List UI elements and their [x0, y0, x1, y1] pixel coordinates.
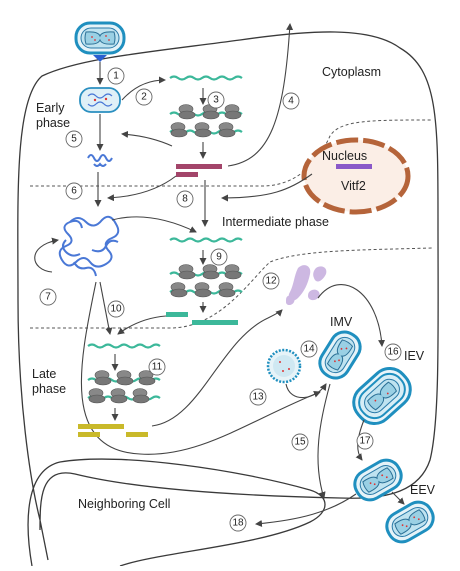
- late-phase-label-2: phase: [32, 382, 66, 396]
- svg-text:14: 14: [303, 344, 315, 355]
- dna-packaging-arrow: [80, 281, 321, 455]
- svg-text:18: 18: [232, 518, 244, 529]
- vitf2-label: Vitf2: [341, 179, 366, 193]
- early-protein-to-core-arrow: [121, 130, 173, 147]
- intermediate-protein-1: [166, 312, 188, 317]
- intermediate-transcription-arrow: [111, 216, 197, 233]
- eev-virion: [380, 495, 440, 549]
- svg-text:16: 16: [387, 347, 399, 358]
- step-7-marker: 7: [39, 288, 57, 306]
- late-phase-label-1: Late: [32, 367, 56, 381]
- core-genome: [87, 93, 113, 107]
- eev-label: EEV: [410, 483, 436, 497]
- late-protein-1: [78, 424, 124, 429]
- step-1-marker: 1: [107, 67, 125, 85]
- svg-text:17: 17: [359, 436, 371, 447]
- imv-label: IMV: [330, 315, 353, 329]
- step-13-marker: 13: [249, 388, 267, 406]
- step-11-marker: 11: [148, 358, 166, 376]
- neighboring-cell-membrane: [27, 458, 326, 567]
- svg-text:1: 1: [113, 71, 119, 82]
- vitf2-export-arrow: [221, 173, 313, 202]
- svg-text:3: 3: [213, 95, 219, 106]
- step-3-marker: 3: [207, 91, 225, 109]
- crescent-membranes: [286, 265, 327, 305]
- early-mrna: [169, 75, 243, 81]
- intermediate-protein-to-late-arrow: [117, 315, 167, 335]
- svg-text:10: 10: [110, 304, 122, 315]
- svg-text:6: 6: [71, 186, 77, 197]
- intermediate-phase-boundary: [30, 247, 433, 329]
- late-mrna: [87, 343, 161, 349]
- late-protein-to-crescent-arrow: [151, 309, 283, 427]
- svg-text:15: 15: [294, 437, 306, 448]
- step-6-marker: 6: [65, 182, 83, 200]
- svg-text:5: 5: [71, 134, 77, 145]
- step-18-marker: 18: [229, 514, 247, 532]
- step-12-marker: 12: [262, 272, 280, 290]
- cytoplasm-label: Cytoplasm: [322, 65, 381, 79]
- step-15-marker: 15: [291, 433, 309, 451]
- host-cell-membrane: [17, 31, 439, 561]
- early-protein-1: [176, 164, 222, 169]
- svg-text:2: 2: [141, 92, 147, 103]
- nucleus-envelope: [301, 137, 411, 215]
- entering-virion: [74, 21, 126, 55]
- early-phase-label-2: phase: [36, 116, 70, 130]
- iev-virion: [344, 359, 420, 433]
- svg-text:9: 9: [216, 252, 222, 263]
- vitf2-protein: [336, 164, 372, 169]
- intermediate-protein-2: [192, 320, 238, 325]
- imv-release-arrow: [317, 383, 331, 499]
- iev-label: IEV: [404, 349, 425, 363]
- late-protein-3: [126, 432, 148, 437]
- uncoated-dna: [87, 154, 113, 167]
- replicating-dna: [58, 215, 120, 277]
- step-5-marker: 5: [65, 130, 83, 148]
- step-9-marker: 9: [210, 248, 228, 266]
- step-2-marker: 2: [135, 88, 153, 106]
- svg-text:8: 8: [182, 194, 188, 205]
- intermediate-phase-label: Intermediate phase: [222, 215, 329, 229]
- early-protein-2: [176, 172, 198, 177]
- early-phase-label-1: Early: [36, 101, 65, 115]
- step-14-marker: 14: [300, 340, 318, 358]
- svg-text:13: 13: [252, 392, 264, 403]
- svg-text:11: 11: [152, 362, 163, 373]
- step-17-marker: 17: [356, 432, 374, 450]
- early-transcription-arrow: [121, 76, 166, 101]
- svg-text:12: 12: [265, 276, 277, 287]
- early-protein-to-dna-arrow: [107, 175, 177, 202]
- late-protein-2: [78, 432, 100, 437]
- receptor-icon: [93, 55, 107, 62]
- imv-virion: [313, 325, 367, 385]
- imv-to-iev-arrow: [317, 284, 386, 347]
- late-transcription-arrow: [99, 281, 113, 335]
- neighboring-cell-label: Neighboring Cell: [78, 497, 170, 511]
- early-phase-boundary: [30, 119, 433, 187]
- iv-to-imv-arrow: [285, 383, 327, 399]
- eev-release-arrow: [391, 491, 405, 505]
- intermediate-mrna: [169, 237, 243, 243]
- svg-text:4: 4: [288, 96, 294, 107]
- svg-text:7: 7: [45, 292, 51, 303]
- viral-core: [79, 87, 121, 113]
- nucleus-label: Nucleus: [322, 149, 367, 163]
- step-4-marker: 4: [282, 92, 300, 110]
- cell-to-cell-spread-arrow: [255, 493, 357, 527]
- step-8-marker: 8: [176, 190, 194, 208]
- early-protein-export-arrow: [227, 23, 294, 167]
- step-10-marker: 10: [107, 300, 125, 318]
- step-16-marker: 16: [384, 343, 402, 361]
- replication-loop-arrow: [34, 237, 59, 273]
- immature-virion: [266, 348, 302, 384]
